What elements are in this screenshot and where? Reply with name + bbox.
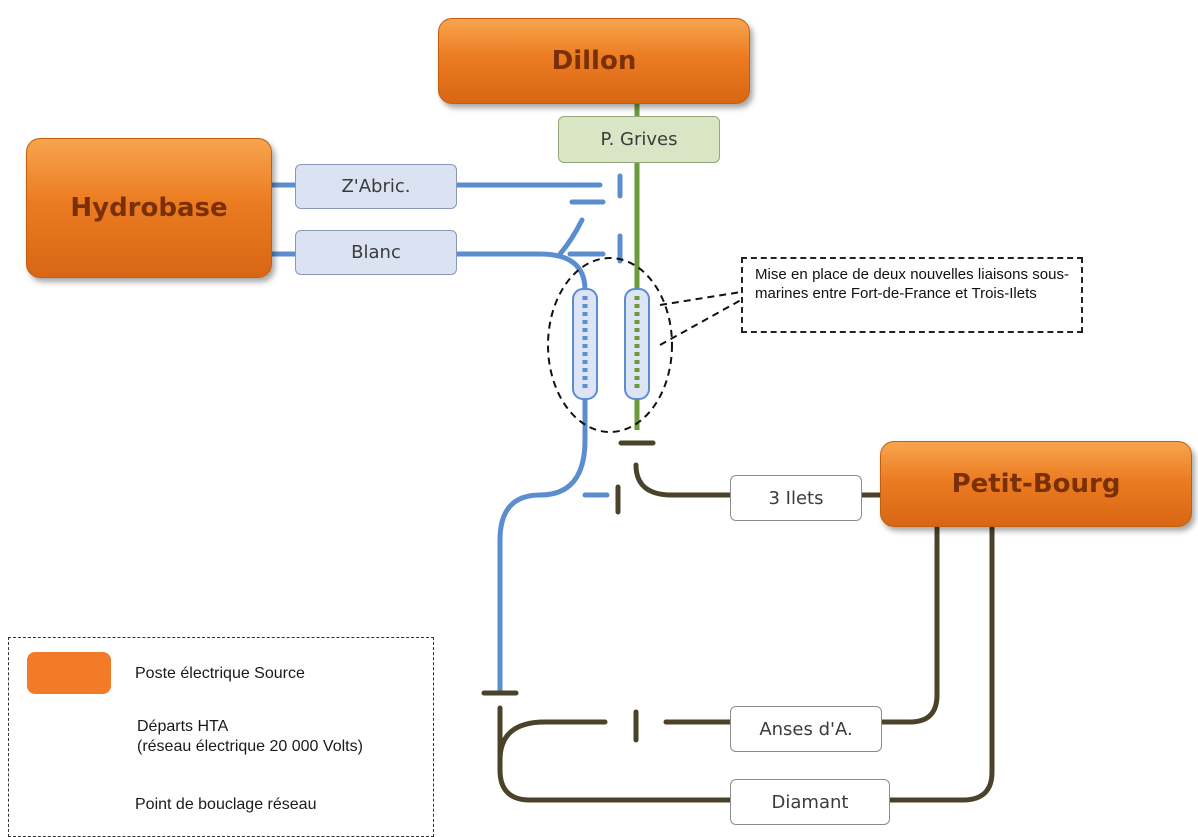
feeder-zabric[interactable]: Z'Abric. xyxy=(295,164,457,209)
annotation-text: Mise en place de deux nouvelles liaisons… xyxy=(755,266,1069,302)
submarine-cable-green xyxy=(624,288,650,400)
feeder-p-grives-label: P. Grives xyxy=(600,129,678,150)
feeder-anses-label: Anses d'A. xyxy=(759,718,853,740)
source-petit-bourg[interactable]: Petit-Bourg xyxy=(880,441,1192,527)
source-dillon-label: Dillon xyxy=(551,46,637,76)
legend-hta-sublabel: (réseau électrique 20 000 Volts) xyxy=(137,738,363,755)
legend-hta-label: Départs HTA xyxy=(137,718,229,735)
source-dillon[interactable]: Dillon xyxy=(438,18,750,104)
legend-loop-label: Point de bouclage réseau xyxy=(135,796,317,813)
blue-feeder-lines xyxy=(269,173,623,693)
feeder-diamant[interactable]: Diamant xyxy=(730,779,890,825)
annotation-note: Mise en place de deux nouvelles liaisons… xyxy=(741,257,1083,333)
feeder-diamant-label: Diamant xyxy=(771,791,849,813)
dark-feeder-lines xyxy=(481,440,995,803)
source-petit-bourg-label: Petit-Bourg xyxy=(951,469,1121,499)
source-hydrobase[interactable]: Hydrobase xyxy=(26,138,272,278)
feeder-zabric-label: Z'Abric. xyxy=(341,176,411,197)
feeder-p-grives[interactable]: P. Grives xyxy=(558,116,720,163)
feeder-anses[interactable]: Anses d'A. xyxy=(730,706,882,752)
legend-source-swatch xyxy=(27,652,111,694)
highlight-ellipse xyxy=(547,257,673,433)
feeder-3-ilets-label: 3 Ilets xyxy=(768,487,824,509)
feeder-blanc[interactable]: Blanc xyxy=(295,230,457,275)
legend-source-label: Poste électrique Source xyxy=(135,665,305,682)
feeder-3-ilets[interactable]: 3 Ilets xyxy=(730,475,862,521)
submarine-cable-blue xyxy=(572,288,598,400)
source-hydrobase-label: Hydrobase xyxy=(70,193,228,223)
legend: Poste électrique Source Départs HTA (rés… xyxy=(8,637,434,837)
annotation-connector xyxy=(659,291,742,346)
feeder-blanc-label: Blanc xyxy=(351,242,401,263)
